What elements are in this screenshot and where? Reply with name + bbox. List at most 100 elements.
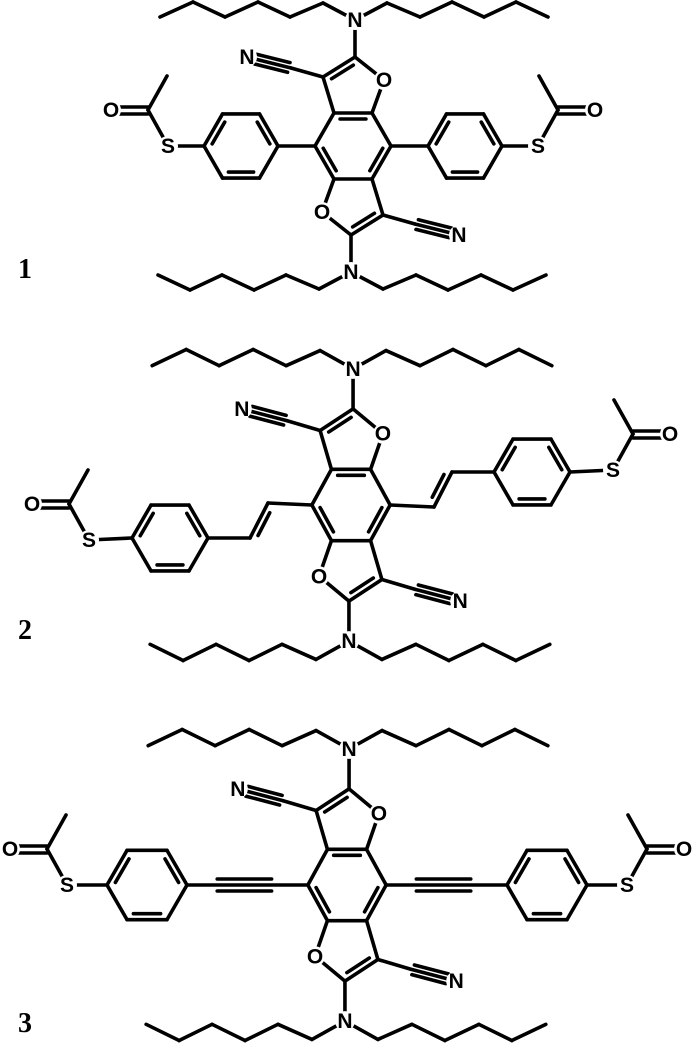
vinylene-double-bond: [432, 470, 454, 509]
furan-bond: [368, 538, 384, 582]
sulfur-atom: S: [617, 874, 637, 897]
hexyl-chain-bond: [380, 728, 418, 748]
nitrile-triple-bond: [414, 592, 452, 606]
hexyl-chain-bond: [384, 348, 422, 368]
nitrile-triple-bond: [410, 972, 448, 986]
hexyl-chain-bond: [148, 642, 185, 663]
svg-text:O: O: [375, 423, 391, 446]
hexyl-chain-bond: [247, 642, 284, 663]
svg-text:O: O: [587, 99, 603, 122]
furan-oxygen-atom: O: [309, 565, 330, 588]
svg-text:N: N: [451, 224, 466, 247]
vinyl-bond: [266, 501, 314, 507]
hexyl-chain-bond: [191, 0, 227, 19]
furan-double-bond: [326, 415, 353, 434]
amine-nitrogen-atom: N: [338, 630, 359, 653]
carbonyl-oxygen-atom: O: [0, 838, 20, 861]
sulfur-atom: S: [158, 135, 178, 158]
phenyl-bond: [492, 470, 515, 507]
phenyl-double-bond: [113, 857, 131, 885]
phenyl-bond: [105, 848, 129, 887]
hexyl-chain-bond: [447, 727, 484, 748]
nitrile-triple-bond: [243, 794, 282, 807]
hexyl-chain-bond: [276, 1022, 314, 1042]
hexyl-chain-bond: [477, 1022, 514, 1043]
furan-bond: [318, 407, 355, 433]
hexyl-chain-bond: [509, 1022, 548, 1043]
hexyl-chain-bond: [511, 273, 548, 292]
nitrile-nitrogen-atom: N: [446, 970, 467, 993]
nitrile-nitrogen-atom: N: [449, 224, 469, 247]
hexyl-chain-bond: [513, 727, 550, 748]
svg-text:S: S: [606, 459, 620, 482]
svg-text:N: N: [449, 970, 464, 993]
hexyl-chain-bond: [480, 727, 517, 748]
svg-text:N: N: [347, 9, 362, 32]
svg-text:N: N: [341, 738, 356, 761]
hexyl-chain-bond: [414, 727, 451, 748]
phenyl-bond: [165, 848, 189, 887]
core-double-bond: [321, 146, 338, 173]
hexyl-chain-bond: [181, 642, 218, 663]
nitrile-triple-bond: [250, 404, 288, 418]
benzene-core-bond: [368, 467, 392, 507]
phenyl-double-bond: [210, 120, 227, 146]
svg-text:O: O: [311, 565, 327, 588]
hexyl-chain-bond: [188, 273, 224, 292]
hexyl-chain-bond: [380, 642, 418, 662]
hexyl-chain-bond: [376, 1022, 414, 1042]
compound-label-3: 3: [18, 1008, 32, 1039]
svg-text:S: S: [620, 874, 634, 897]
phenyl-bond: [549, 437, 572, 474]
carbonyl-oxygen-atom: O: [674, 838, 694, 861]
sulfur-atom: S: [603, 459, 623, 482]
hexyl-chain-bond: [414, 642, 451, 663]
carbonyl-oxygen-atom: O: [101, 99, 121, 122]
phenyl-bond: [565, 848, 589, 887]
furan-bond: [370, 177, 385, 217]
hexyl-chain-bond: [450, 0, 486, 19]
phenyl-bond: [565, 883, 589, 922]
svg-text:O: O: [376, 69, 392, 92]
vinylene-double-bond: [248, 501, 270, 540]
nitrile-triple-bond: [255, 52, 292, 65]
amine-nitrogen-atom: N: [345, 9, 365, 32]
nitrile-triple-bond: [246, 784, 284, 798]
svg-text:N: N: [337, 1010, 352, 1033]
methyl-bond: [537, 74, 560, 112]
furan-double-bond: [345, 956, 372, 975]
benzene-core-bond: [306, 883, 330, 923]
core-double-bond: [366, 505, 384, 534]
hexyl-chain-bond: [479, 273, 515, 292]
nitrile-bond: [289, 66, 325, 79]
benzene-core-bond: [368, 503, 392, 543]
amine-nitrogen-atom: N: [341, 261, 361, 284]
phenyl-double-bond: [434, 120, 451, 146]
svg-text:O: O: [2, 838, 18, 861]
phenyl-double-bond: [479, 120, 496, 146]
phenyl-bond: [505, 883, 529, 922]
svg-text:N: N: [341, 630, 356, 653]
phenyl-double-bond: [500, 445, 517, 472]
sulfur-atom: S: [528, 135, 548, 158]
hexyl-chain-bond: [252, 273, 288, 292]
phenyl-bond: [257, 144, 280, 180]
phenyl-bond: [130, 503, 153, 540]
hexyl-chain-bond: [158, 0, 195, 19]
nitrile-bond: [381, 213, 417, 226]
benzene-core-bond: [370, 144, 393, 181]
hexyl-chain-bond: [451, 347, 488, 368]
hexyl-chain-bond: [381, 273, 418, 291]
hexyl-chain-bond: [150, 347, 188, 368]
svg-text:S: S: [531, 135, 545, 158]
furan-double-bond: [329, 63, 356, 81]
hexyl-chain-bond: [482, 0, 518, 19]
hexyl-chain-bond: [481, 642, 518, 663]
core-double-bond: [314, 885, 332, 914]
hexyl-chain-bond: [385, 1, 422, 19]
furan-bond: [349, 213, 385, 237]
vinylene-double-bond: [256, 510, 272, 538]
furan-bond: [347, 577, 384, 603]
hexyl-chain-bond: [280, 728, 318, 748]
phenyl-bond: [481, 112, 504, 148]
